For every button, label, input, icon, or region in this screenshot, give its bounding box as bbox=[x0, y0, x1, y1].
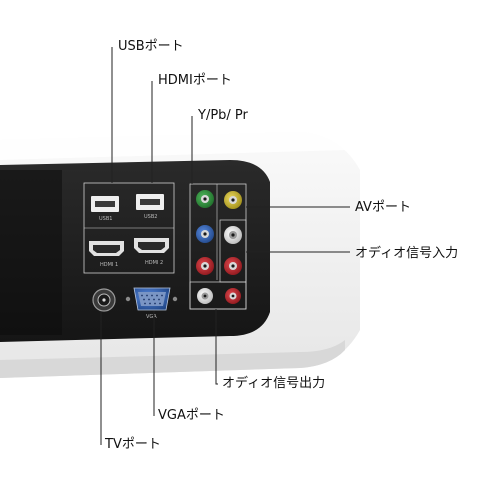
av-video-jack[interactable] bbox=[224, 191, 242, 209]
y-jack[interactable] bbox=[196, 190, 214, 208]
tv-port-label: TVポート bbox=[105, 437, 161, 452]
audio-in-left-jack[interactable] bbox=[224, 226, 242, 244]
vga-port[interactable] bbox=[125, 287, 178, 311]
hdmi-port-2[interactable] bbox=[134, 238, 169, 253]
pr-jack[interactable] bbox=[196, 257, 214, 275]
audio-in-right-jack[interactable] bbox=[224, 257, 242, 275]
hdmi2-mark: HDMI 2 bbox=[145, 260, 163, 266]
vga-port-label: VGAポート bbox=[158, 408, 225, 423]
hdmi1-mark: HDMI 1 bbox=[100, 262, 118, 268]
ypbpr-port-label: Y/Pb/ Pr bbox=[198, 108, 248, 123]
leader-lines bbox=[100, 47, 350, 445]
pb-jack[interactable] bbox=[196, 225, 214, 243]
audio-out-leader bbox=[215, 309, 218, 385]
audio-out-left-jack[interactable] bbox=[197, 288, 213, 304]
usb1-mark: USB1 bbox=[99, 216, 112, 222]
audio-input-label: オディオ信号入力 bbox=[355, 246, 459, 261]
connector-panel bbox=[0, 160, 270, 342]
usb-port-1[interactable] bbox=[91, 196, 119, 212]
usb-port-label: USBポート bbox=[118, 39, 184, 54]
audio-out-right-jack[interactable] bbox=[225, 288, 241, 304]
hdmi-port-1[interactable] bbox=[89, 241, 124, 256]
tv-antenna-port[interactable] bbox=[92, 288, 116, 312]
audio-output-label: オディオ信号出力 bbox=[222, 376, 326, 391]
usb-hdmi-block: USB1 USB2 HDMI 1 HDMI 2 bbox=[83, 182, 175, 274]
rca-jack-block bbox=[189, 183, 247, 310]
usb2-mark: USB2 bbox=[144, 214, 157, 220]
vga-mark: VGA bbox=[146, 314, 157, 320]
usb-port-2[interactable] bbox=[136, 194, 164, 210]
av-port-label: AVポート bbox=[355, 200, 411, 215]
hdmi-port-label: HDMIポート bbox=[158, 73, 232, 88]
